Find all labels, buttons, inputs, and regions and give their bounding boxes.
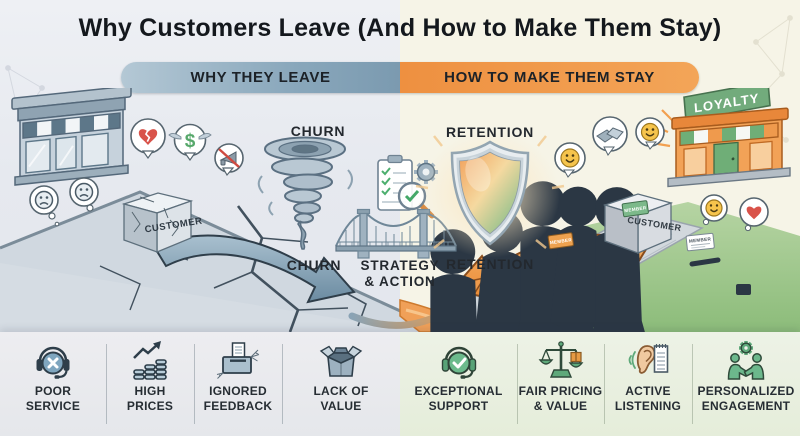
- churn-arrow: [153, 234, 356, 304]
- member-card-orange: MEMBER: [547, 232, 574, 250]
- loyalty-storefront: LOYALTY: [653, 88, 791, 188]
- money-flying-bubble: $: [168, 123, 212, 162]
- headset-x-icon: [36, 346, 70, 379]
- muted-megaphone-bubble: [214, 143, 244, 177]
- member-card-green: MEMBER: [621, 200, 649, 218]
- ignored-feedback-box-icon: [216, 342, 260, 379]
- headset-check-icon: [441, 346, 476, 379]
- retention-shield: [415, 130, 565, 258]
- divider: [604, 344, 605, 424]
- strategy-action-label: STRATEGY & ACTION: [360, 258, 440, 289]
- smiley-bubble: [700, 194, 728, 226]
- heart-bubble: [739, 197, 769, 232]
- svg-text:MEMBER: MEMBER: [689, 236, 712, 243]
- banner-why-they-leave: WHY THEY LEAVE: [121, 62, 400, 93]
- strategy-fair-pricing: FAIR PRICING& VALUE: [517, 332, 604, 436]
- divider: [517, 344, 518, 424]
- handshake: [689, 257, 721, 267]
- sad-face-bubble: [69, 177, 99, 212]
- retention-bottom-label: RETENTION: [445, 256, 535, 272]
- churn-tornado: [257, 136, 353, 250]
- gray-storefront: [11, 88, 132, 186]
- checklist-clipboard-icon: [377, 154, 413, 211]
- retention-top-label: RETENTION: [445, 124, 535, 140]
- sad-face-bubble: [29, 185, 60, 227]
- smiley-bubble: [635, 117, 665, 150]
- customer-block-cracked: CUSTOMER: [121, 192, 203, 253]
- broken-heart-bubble: [130, 118, 166, 160]
- divider: [106, 344, 107, 424]
- banner-right-label: HOW TO MAKE THEM STAY: [444, 69, 655, 86]
- churn-top-label: CHURN: [290, 123, 346, 139]
- svg-text:$: $: [185, 131, 196, 152]
- svg-text:MEMBER: MEMBER: [550, 237, 573, 245]
- handshake-gear-icon: [727, 341, 765, 380]
- handshake-bubble: [592, 116, 628, 156]
- section-banner: WHY THEY LEAVE HOW TO MAKE THEM STAY: [121, 62, 699, 93]
- member-card-white: MEMBER: [685, 232, 715, 252]
- churn-bottom-label: CHURN: [286, 257, 342, 273]
- divider: [282, 344, 283, 424]
- illustration-scene: $ CUSTOMER: [0, 88, 800, 332]
- banner-left-label: WHY THEY LEAVE: [190, 69, 331, 86]
- divider: [692, 344, 693, 424]
- fair-scale-icon: [538, 341, 583, 378]
- banner-how-to-make-them-stay: HOW TO MAKE THEM STAY: [400, 62, 699, 93]
- smiley-bubble: [554, 142, 586, 178]
- svg-text:MEMBER: MEMBER: [624, 205, 647, 213]
- rising-prices-icon: [133, 341, 167, 380]
- customer-block-solid: CUSTOMER: [602, 193, 682, 254]
- briefcase: [736, 284, 751, 295]
- empty-box-icon: [319, 345, 363, 377]
- divider: [194, 344, 195, 424]
- ear-listening-icon: [628, 344, 669, 374]
- page-title: Why Customers Leave (And How to Make The…: [78, 14, 722, 42]
- leave-reasons-strip: [0, 332, 400, 436]
